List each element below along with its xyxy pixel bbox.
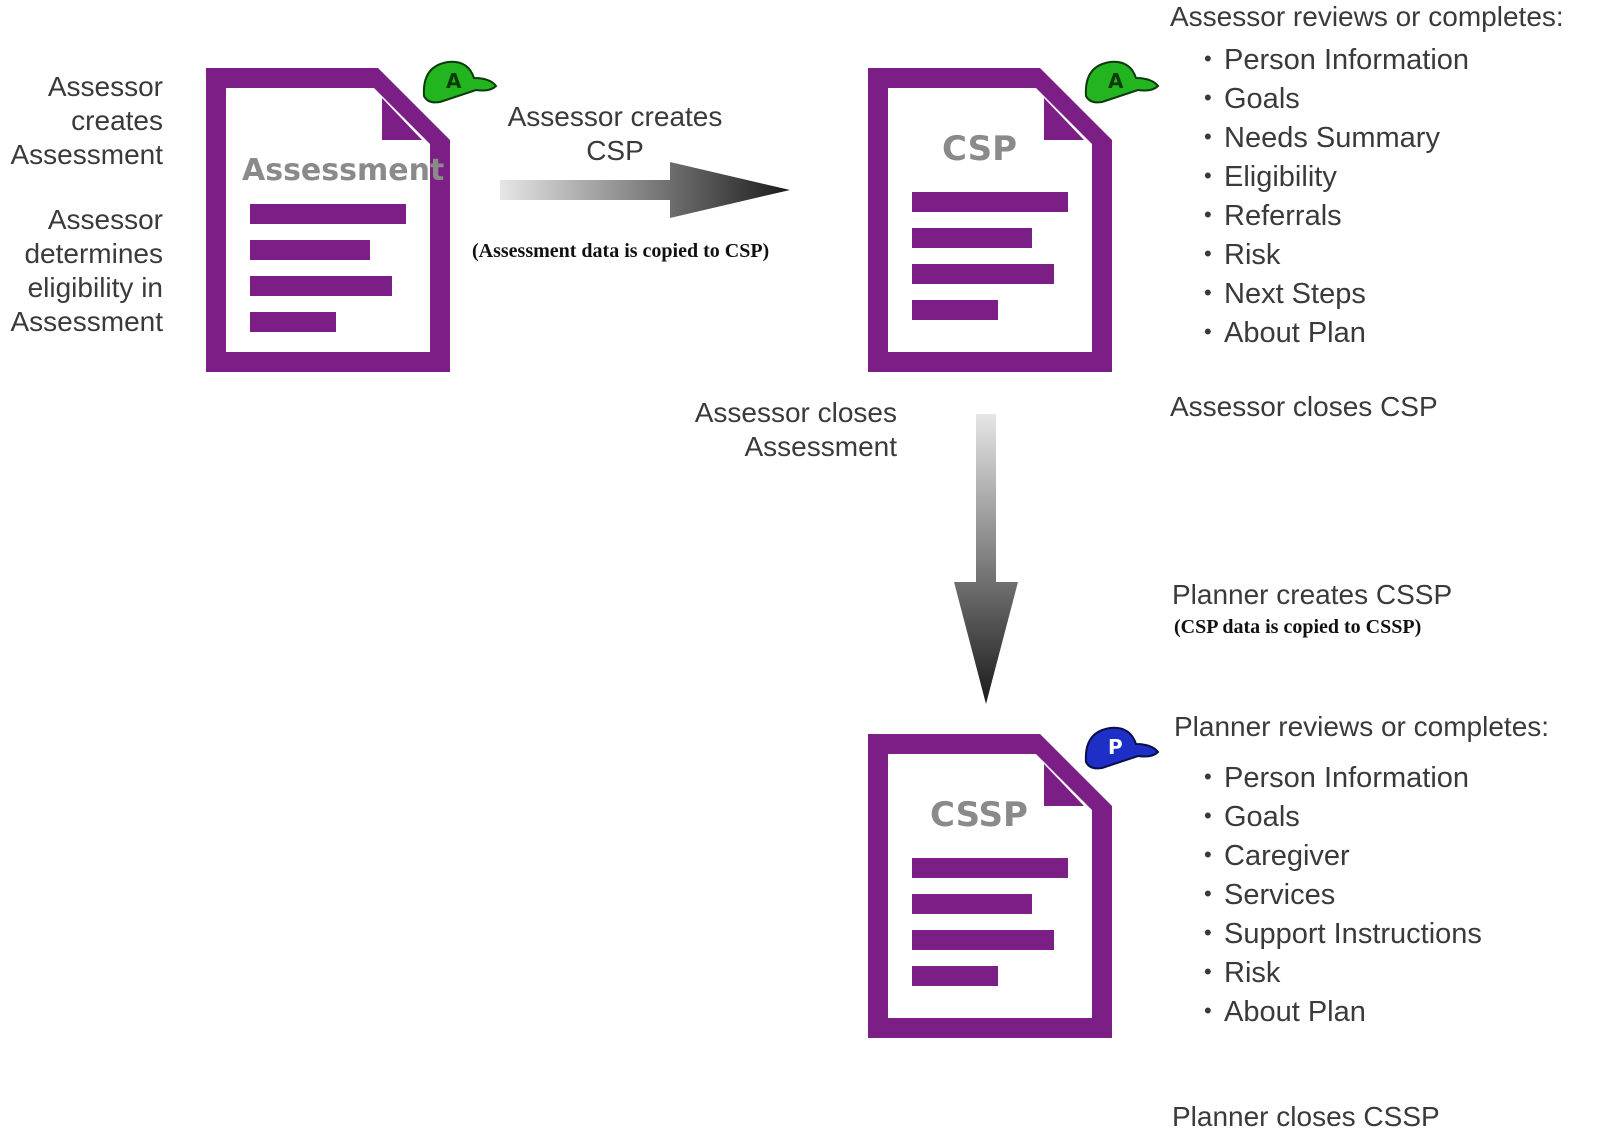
label-line: Assessment — [10, 139, 164, 170]
planner-closes-cssp-label: Planner closes CSSP — [1172, 1101, 1440, 1132]
label-line: CSP — [586, 135, 644, 166]
list-item: Caregiver — [1204, 836, 1482, 875]
cssp-doc-label: CSSP — [930, 795, 1028, 835]
planner-hat-icon: P — [1084, 726, 1160, 770]
label-line: Assessor closes — [694, 397, 897, 428]
right-arrow-icon — [500, 162, 790, 218]
label-line: Assessment — [10, 306, 164, 337]
planner-creates-cssp-label: Planner creates CSSP — [1172, 579, 1453, 610]
csp-copied-note: (CSP data is copied to CSSP) — [1174, 616, 1422, 638]
label-line: eligibility in — [27, 272, 163, 303]
list-item: Person Information — [1204, 758, 1482, 797]
assessor-reviews-heading: Assessor reviews or completes: — [1170, 1, 1564, 32]
list-item: Goals — [1204, 79, 1469, 118]
assessor-determines-eligibility-label: Assessor determines eligibility in Asses… — [11, 203, 164, 339]
list-item: Needs Summary — [1204, 118, 1469, 157]
list-item: Next Steps — [1204, 274, 1469, 313]
assessor-hat-icon: A — [422, 60, 498, 104]
assessor-closes-csp-label: Assessor closes CSP — [1170, 391, 1438, 422]
assessor-hat-icon: A — [1084, 60, 1160, 104]
list-item: About Plan — [1204, 313, 1469, 352]
label-line: Assessment — [744, 431, 898, 462]
hat-letter: A — [446, 69, 462, 93]
hat-letter: P — [1108, 735, 1123, 759]
label-line: determines — [24, 238, 163, 269]
list-item: Person Information — [1204, 40, 1469, 79]
list-item: Risk — [1204, 953, 1482, 992]
assessor-creates-assessment-label: Assessor creates Assessment — [11, 70, 164, 172]
planner-items-list: Person Information Goals Caregiver Servi… — [1204, 758, 1482, 1031]
csp-doc-label: CSP — [942, 129, 1017, 169]
assessor-items-list: Person Information Goals Needs Summary E… — [1204, 40, 1469, 352]
list-item: Goals — [1204, 797, 1482, 836]
planner-reviews-heading: Planner reviews or completes: — [1174, 711, 1550, 742]
list-item: Eligibility — [1204, 157, 1469, 196]
assessment-document-icon: Assessment — [206, 68, 450, 372]
label-line: Assessor creates — [507, 101, 723, 132]
assessment-doc-label: Assessment — [242, 153, 444, 188]
assessor-creates-csp-label: Assessor creates CSP — [490, 100, 740, 168]
label-line: Assessor — [47, 204, 163, 235]
cssp-document-icon: CSSP — [868, 734, 1112, 1038]
list-item: Services — [1204, 875, 1482, 914]
assessment-copied-note: (Assessment data is copied to CSP) — [472, 240, 770, 262]
label-line: creates — [71, 105, 163, 136]
list-item: About Plan — [1204, 992, 1482, 1031]
down-arrow-icon — [954, 414, 1018, 704]
list-item: Risk — [1204, 235, 1469, 274]
csp-document-icon: CSP — [868, 68, 1112, 372]
list-item: Support Instructions — [1204, 914, 1482, 953]
assessor-closes-assessment-label: Assessor closes Assessment — [695, 396, 897, 464]
hat-letter: A — [1108, 69, 1124, 93]
list-item: Referrals — [1204, 196, 1469, 235]
label-line: Assessor — [47, 71, 163, 102]
